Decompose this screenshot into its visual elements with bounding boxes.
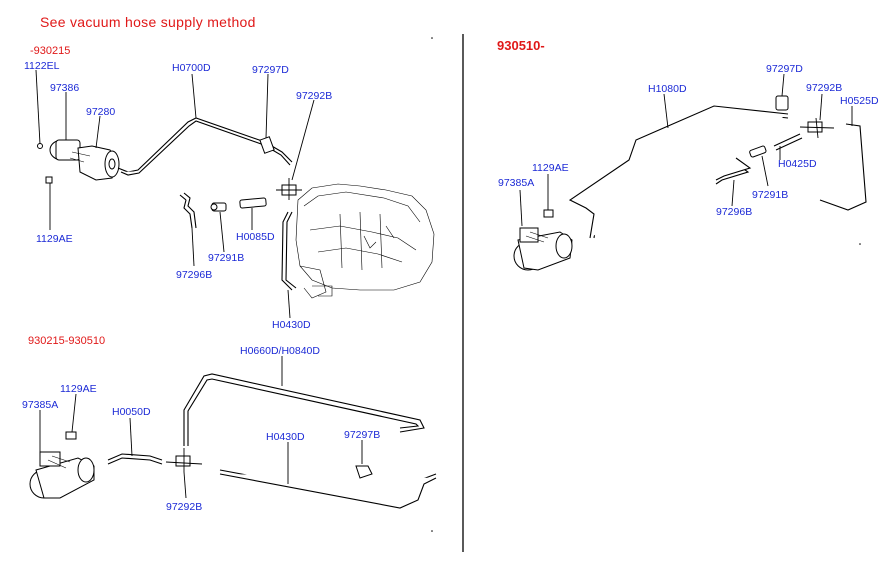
label-h1080d: H1080D	[648, 83, 687, 95]
label-h0525d: H0525D	[840, 95, 879, 107]
label-97292b-right: 97292B	[806, 82, 842, 94]
stray-mark	[431, 530, 433, 532]
section-header-top-left: -930215	[30, 45, 70, 57]
canister-assembly	[37, 139, 120, 184]
tee-connector-97292b	[276, 178, 302, 200]
label-97385a-lower: 97385A	[22, 399, 58, 411]
bottom-left-assembly: 1129AE 97385A H0050D H0660D/H0840D H0430…	[22, 345, 437, 513]
engine-outline	[295, 183, 435, 299]
stray-mark	[431, 37, 433, 39]
label-h0430d: H0430D	[272, 319, 311, 331]
tee-connector-97292b-right	[799, 117, 835, 139]
stray-mark	[859, 243, 861, 245]
label-97280: 97280	[86, 106, 115, 118]
section-header-bottom-left: 930215-930510	[28, 335, 105, 347]
label-97296b-right: 97296B	[716, 206, 752, 218]
label-97386: 97386	[50, 82, 79, 94]
label-h0050d: H0050D	[112, 406, 151, 418]
label-h0430d-lower: H0430D	[266, 431, 305, 443]
label-97292b-lower: 97292B	[166, 501, 202, 513]
tee-connector-97292b-lower	[165, 448, 203, 472]
right-assembly: 1129AE 97385A H1080D 97297D 97292B H0525…	[498, 63, 879, 271]
label-97292b: 97292B	[296, 90, 332, 102]
label-1129ae: 1129AE	[36, 233, 73, 245]
label-97297b: 97297B	[344, 429, 380, 441]
section-header-right: 930510-	[497, 38, 545, 53]
label-h0660d-h0840d: H0660D/H0840D	[240, 345, 320, 357]
top-left-assembly: 1122EL 97386 97280 1129AE H0700D 97297D …	[24, 60, 435, 331]
label-97385a-right: 97385A	[498, 177, 534, 189]
diagram-title: See vacuum hose supply method	[40, 14, 256, 30]
label-97296b: 97296B	[176, 269, 212, 281]
label-1129ae-right: 1129AE	[532, 162, 569, 174]
label-1129ae-lower: 1129AE	[60, 383, 97, 395]
canister-assembly-lower	[29, 431, 95, 499]
label-1122el: 1122EL	[24, 60, 60, 72]
label-h0425d: H0425D	[778, 158, 817, 170]
label-h0700d: H0700D	[172, 62, 211, 74]
label-h0085d: H0085D	[236, 231, 275, 243]
label-97291b-right: 97291B	[752, 189, 788, 201]
label-97291b: 97291B	[208, 252, 244, 264]
canister-assembly-right	[513, 209, 573, 271]
label-97297d-right: 97297D	[766, 63, 803, 75]
label-97297d: 97297D	[252, 64, 289, 76]
